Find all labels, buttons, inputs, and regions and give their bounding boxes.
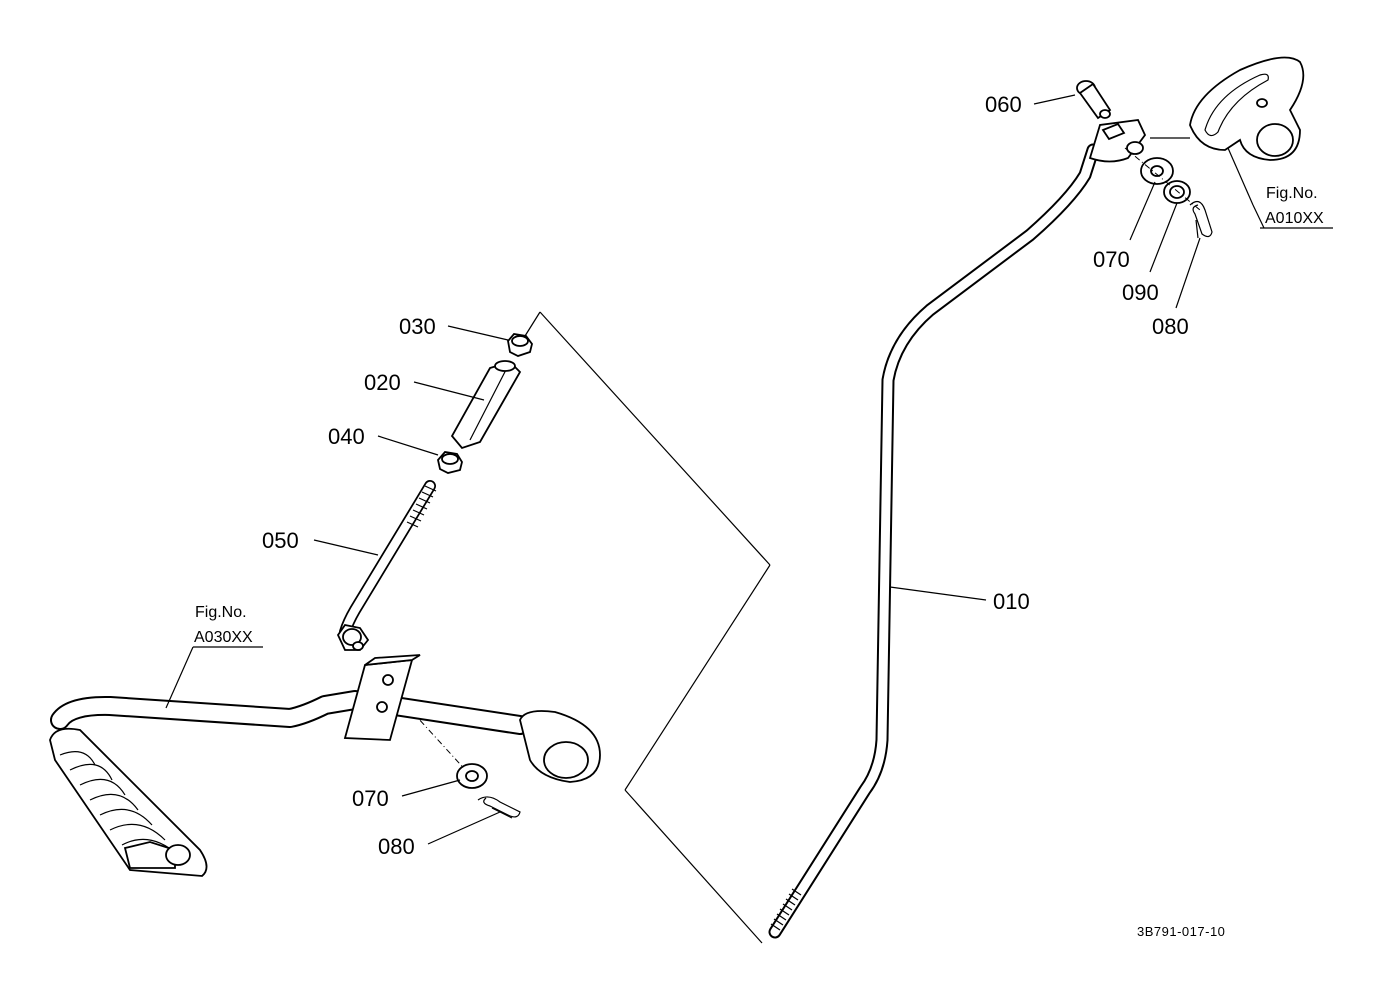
label-060: 060 [985, 92, 1022, 117]
centerline-top [1124, 147, 1201, 211]
left-fig-number: A030XX [194, 629, 253, 646]
label-070-top: 070 [1093, 247, 1130, 272]
nut-030 [507, 333, 533, 357]
rod-010 [768, 119, 1147, 939]
pedal-arm-a030xx [49, 654, 601, 877]
lever-plate-a010xx [1189, 56, 1305, 206]
label-010: 010 [993, 589, 1030, 614]
assembly-outline [524, 311, 771, 944]
centerline-bottom [384, 681, 471, 776]
coupler-020 [450, 360, 522, 450]
nut-040 [437, 451, 463, 474]
label-090: 090 [1122, 280, 1159, 305]
label-050: 050 [262, 528, 299, 553]
label-080-bottom: 080 [378, 834, 415, 859]
clip-080-bottom [477, 796, 521, 819]
clevis-pin-060 [1076, 80, 1112, 120]
left-fig-label: Fig.No. [195, 604, 247, 621]
label-070-bottom: 070 [352, 786, 389, 811]
rod-050 [336, 480, 437, 651]
washer-070-bottom [456, 763, 488, 789]
drawing-code: 3B791-017-10 [1137, 924, 1225, 939]
label-040: 040 [328, 424, 365, 449]
label-080-top: 080 [1152, 314, 1189, 339]
leader-lines [165, 94, 1333, 845]
washer-090 [1163, 180, 1191, 204]
washer-070-top [1140, 157, 1174, 185]
label-020: 020 [364, 370, 401, 395]
right-fig-number: A010XX [1265, 210, 1324, 227]
label-030: 030 [399, 314, 436, 339]
clip-080-top [1189, 200, 1213, 239]
rod-010-thread [770, 888, 802, 931]
right-fig-label: Fig.No. [1266, 185, 1318, 202]
